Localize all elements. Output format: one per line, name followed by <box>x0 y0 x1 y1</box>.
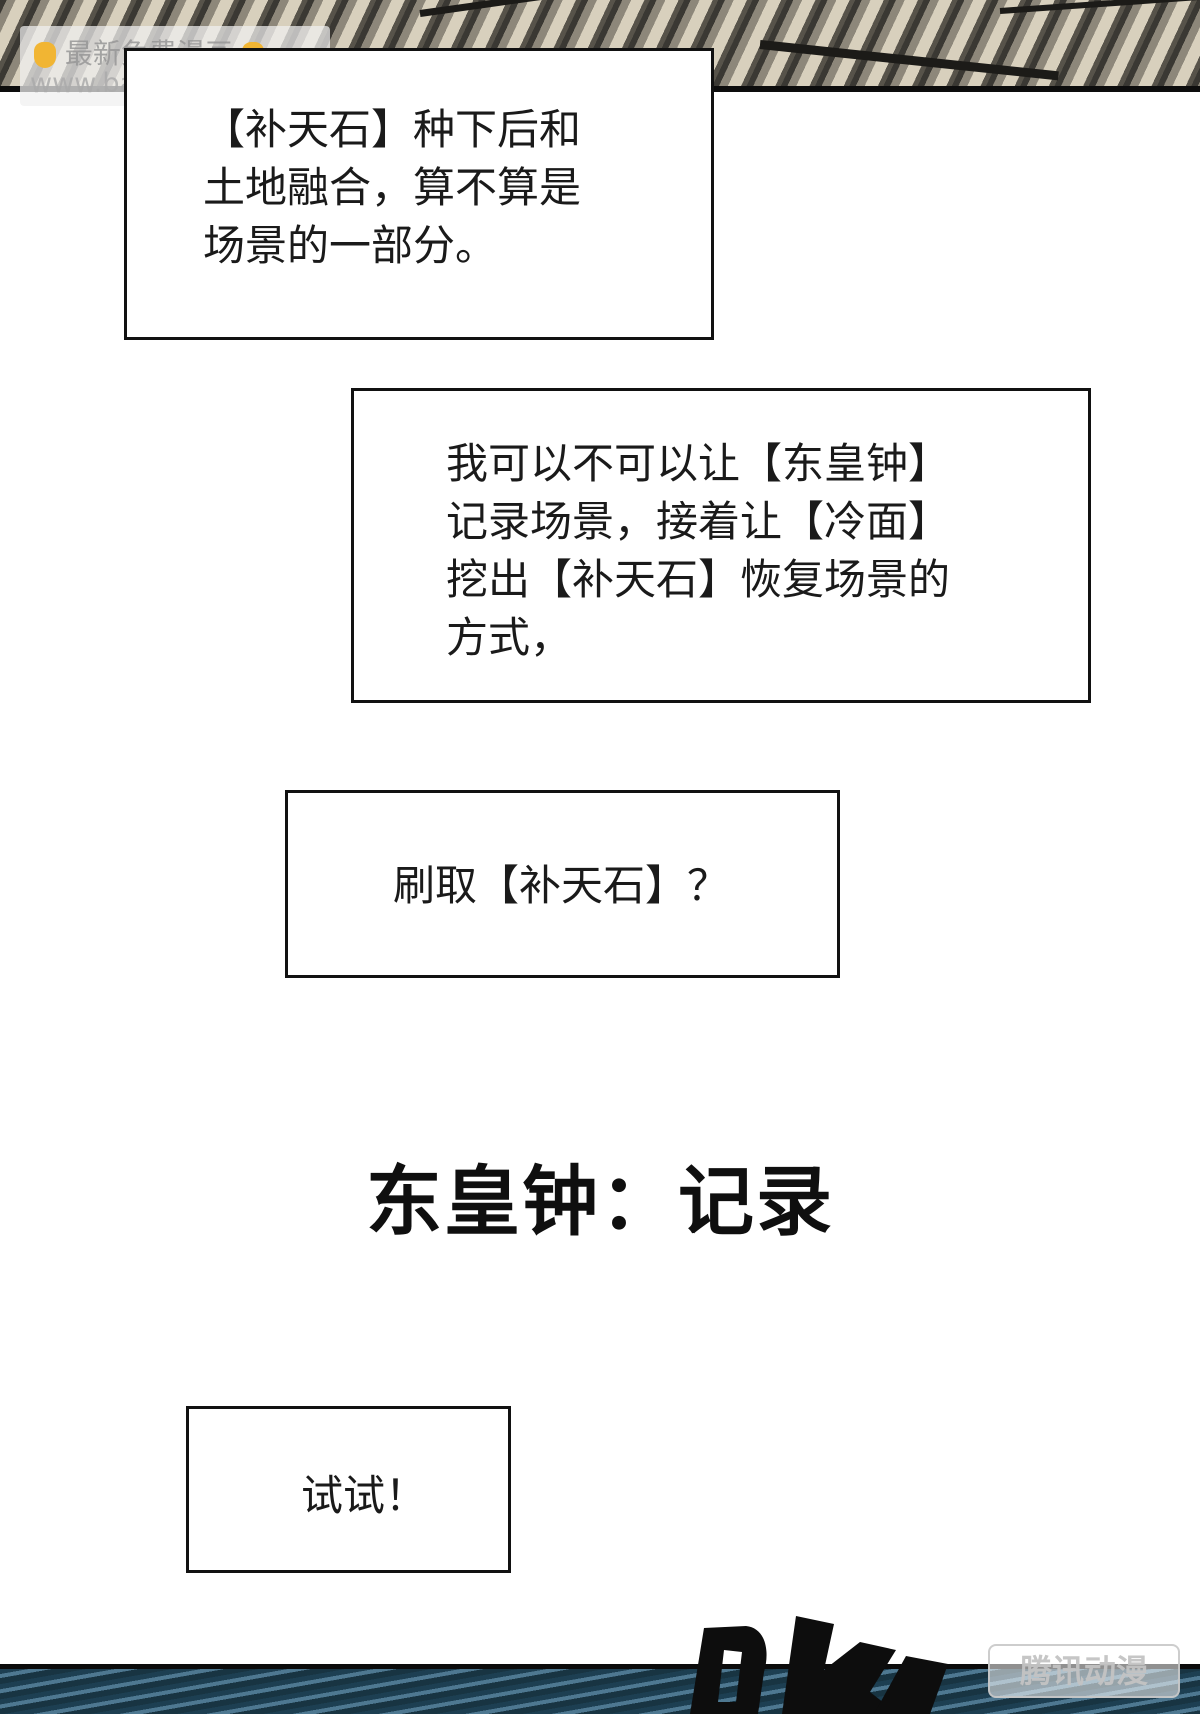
caption-label: 东皇钟：记录 <box>366 1157 834 1246</box>
publisher-watermark: 腾讯动漫 <box>988 1644 1180 1698</box>
speech-text: 刷取【补天石】？ <box>393 861 730 910</box>
speech-bubble: 我可以不可以让【东皇钟】 记录场景，接着让【冷面】 挖出【补天石】恢复场景的 方… <box>351 388 1091 703</box>
speech-bubble: 试试！ <box>186 1406 511 1573</box>
speech-text: 我可以不可以让【东皇钟】 记录场景，接着让【冷面】 挖出【补天石】恢复场景的 方… <box>446 439 951 662</box>
caption-text: 东皇钟：记录 <box>0 1140 1200 1250</box>
sound-effect-graphic <box>690 1616 948 1714</box>
pointing-hand-icon <box>34 42 56 68</box>
speech-bubble: 刷取【补天石】？ <box>285 790 840 978</box>
speech-text: 【补天石】种下后和 土地融合，算不算是 场景的一部分。 <box>203 105 582 270</box>
speech-bubble: 【补天石】种下后和 土地融合，算不算是 场景的一部分。 <box>124 48 714 340</box>
speech-text: 试试！ <box>301 1471 428 1520</box>
